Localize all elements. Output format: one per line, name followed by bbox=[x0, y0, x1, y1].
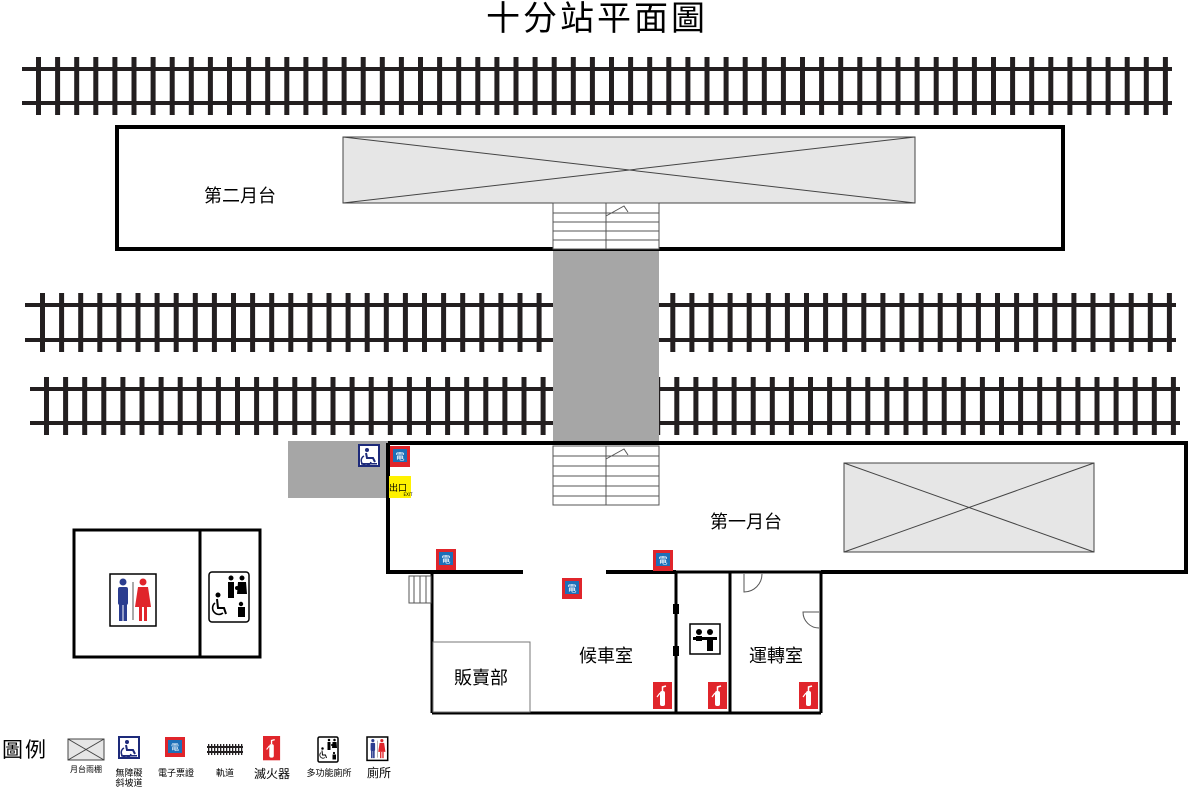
accessible-ramp-icon bbox=[358, 444, 380, 467]
eticket-reader-icon: 電 bbox=[165, 737, 185, 757]
svg-text:電: 電 bbox=[658, 556, 667, 567]
eticket-reader-icon: 電 bbox=[653, 550, 673, 571]
crossing-walkway bbox=[553, 249, 659, 446]
door-swing bbox=[743, 573, 820, 629]
shop-label: 販賣部 bbox=[454, 668, 508, 689]
shop-area bbox=[432, 641, 531, 713]
platform-1-label: 第一月台 bbox=[710, 512, 782, 533]
platform-1-canopy bbox=[843, 462, 1095, 553]
legend-label-toilet: 廁所 bbox=[367, 765, 391, 780]
fire-extinguisher-icon bbox=[653, 682, 672, 709]
legend-heading: 圖例 bbox=[2, 738, 48, 762]
stairs-platform-1 bbox=[552, 445, 660, 506]
legend-label-ramp-1: 無障礙 bbox=[115, 767, 142, 779]
fire-extinguisher-icon bbox=[708, 682, 727, 709]
legend-label-extinguisher: 滅火器 bbox=[254, 767, 290, 781]
eticket-reader-icon: 電 bbox=[436, 549, 456, 570]
fire-extinguisher-icon bbox=[263, 736, 281, 761]
legend-label-ramp-2: 斜坡道 bbox=[115, 777, 142, 788]
eticket-reader-icon: 電 bbox=[390, 446, 410, 467]
accessible-toilet-icon bbox=[208, 571, 250, 623]
exit-sign: 出口 EXIT bbox=[389, 476, 413, 498]
map-title: 十分站平面圖 bbox=[486, 0, 708, 39]
railway-track-icon bbox=[207, 744, 243, 755]
stairs-platform-2 bbox=[552, 202, 660, 250]
operations-room-label: 運轉室 bbox=[749, 646, 803, 667]
svg-text:出口: 出口 bbox=[389, 482, 407, 494]
legend-label-accessible-toilet: 多功能廁所 bbox=[306, 767, 351, 779]
fire-extinguisher-icon bbox=[799, 682, 818, 709]
legend-label-eticket: 電子票證 bbox=[158, 767, 194, 779]
toilet-icon bbox=[109, 573, 157, 627]
eticket-reader-icon: 電 bbox=[562, 578, 582, 599]
ticket-office-icon bbox=[689, 623, 721, 655]
platform-2-canopy bbox=[342, 136, 916, 204]
waiting-room-label: 候車室 bbox=[579, 646, 633, 667]
canopy-icon bbox=[67, 738, 105, 761]
legend-label-canopy: 月台雨棚 bbox=[70, 764, 102, 774]
legend: 圖例 月台雨棚 無障礙 斜坡道 電 電子票證 軌道 滅火器 多功能廁所 廁所 bbox=[2, 736, 391, 788]
svg-text:電: 電 bbox=[567, 584, 576, 595]
railway-track bbox=[22, 57, 1172, 115]
svg-text:電: 電 bbox=[441, 555, 450, 566]
svg-text:電: 電 bbox=[171, 743, 179, 752]
svg-text:EXIT: EXIT bbox=[404, 492, 413, 497]
svg-text:電: 電 bbox=[395, 452, 404, 463]
accessible-toilet-icon bbox=[317, 736, 339, 763]
entrance-steps bbox=[408, 575, 432, 604]
legend-label-track: 軌道 bbox=[216, 767, 234, 779]
station-building bbox=[430, 570, 823, 715]
toilet-icon bbox=[366, 736, 389, 762]
platform-2-label: 第二月台 bbox=[204, 186, 276, 207]
accessible-ramp-icon bbox=[118, 736, 140, 759]
